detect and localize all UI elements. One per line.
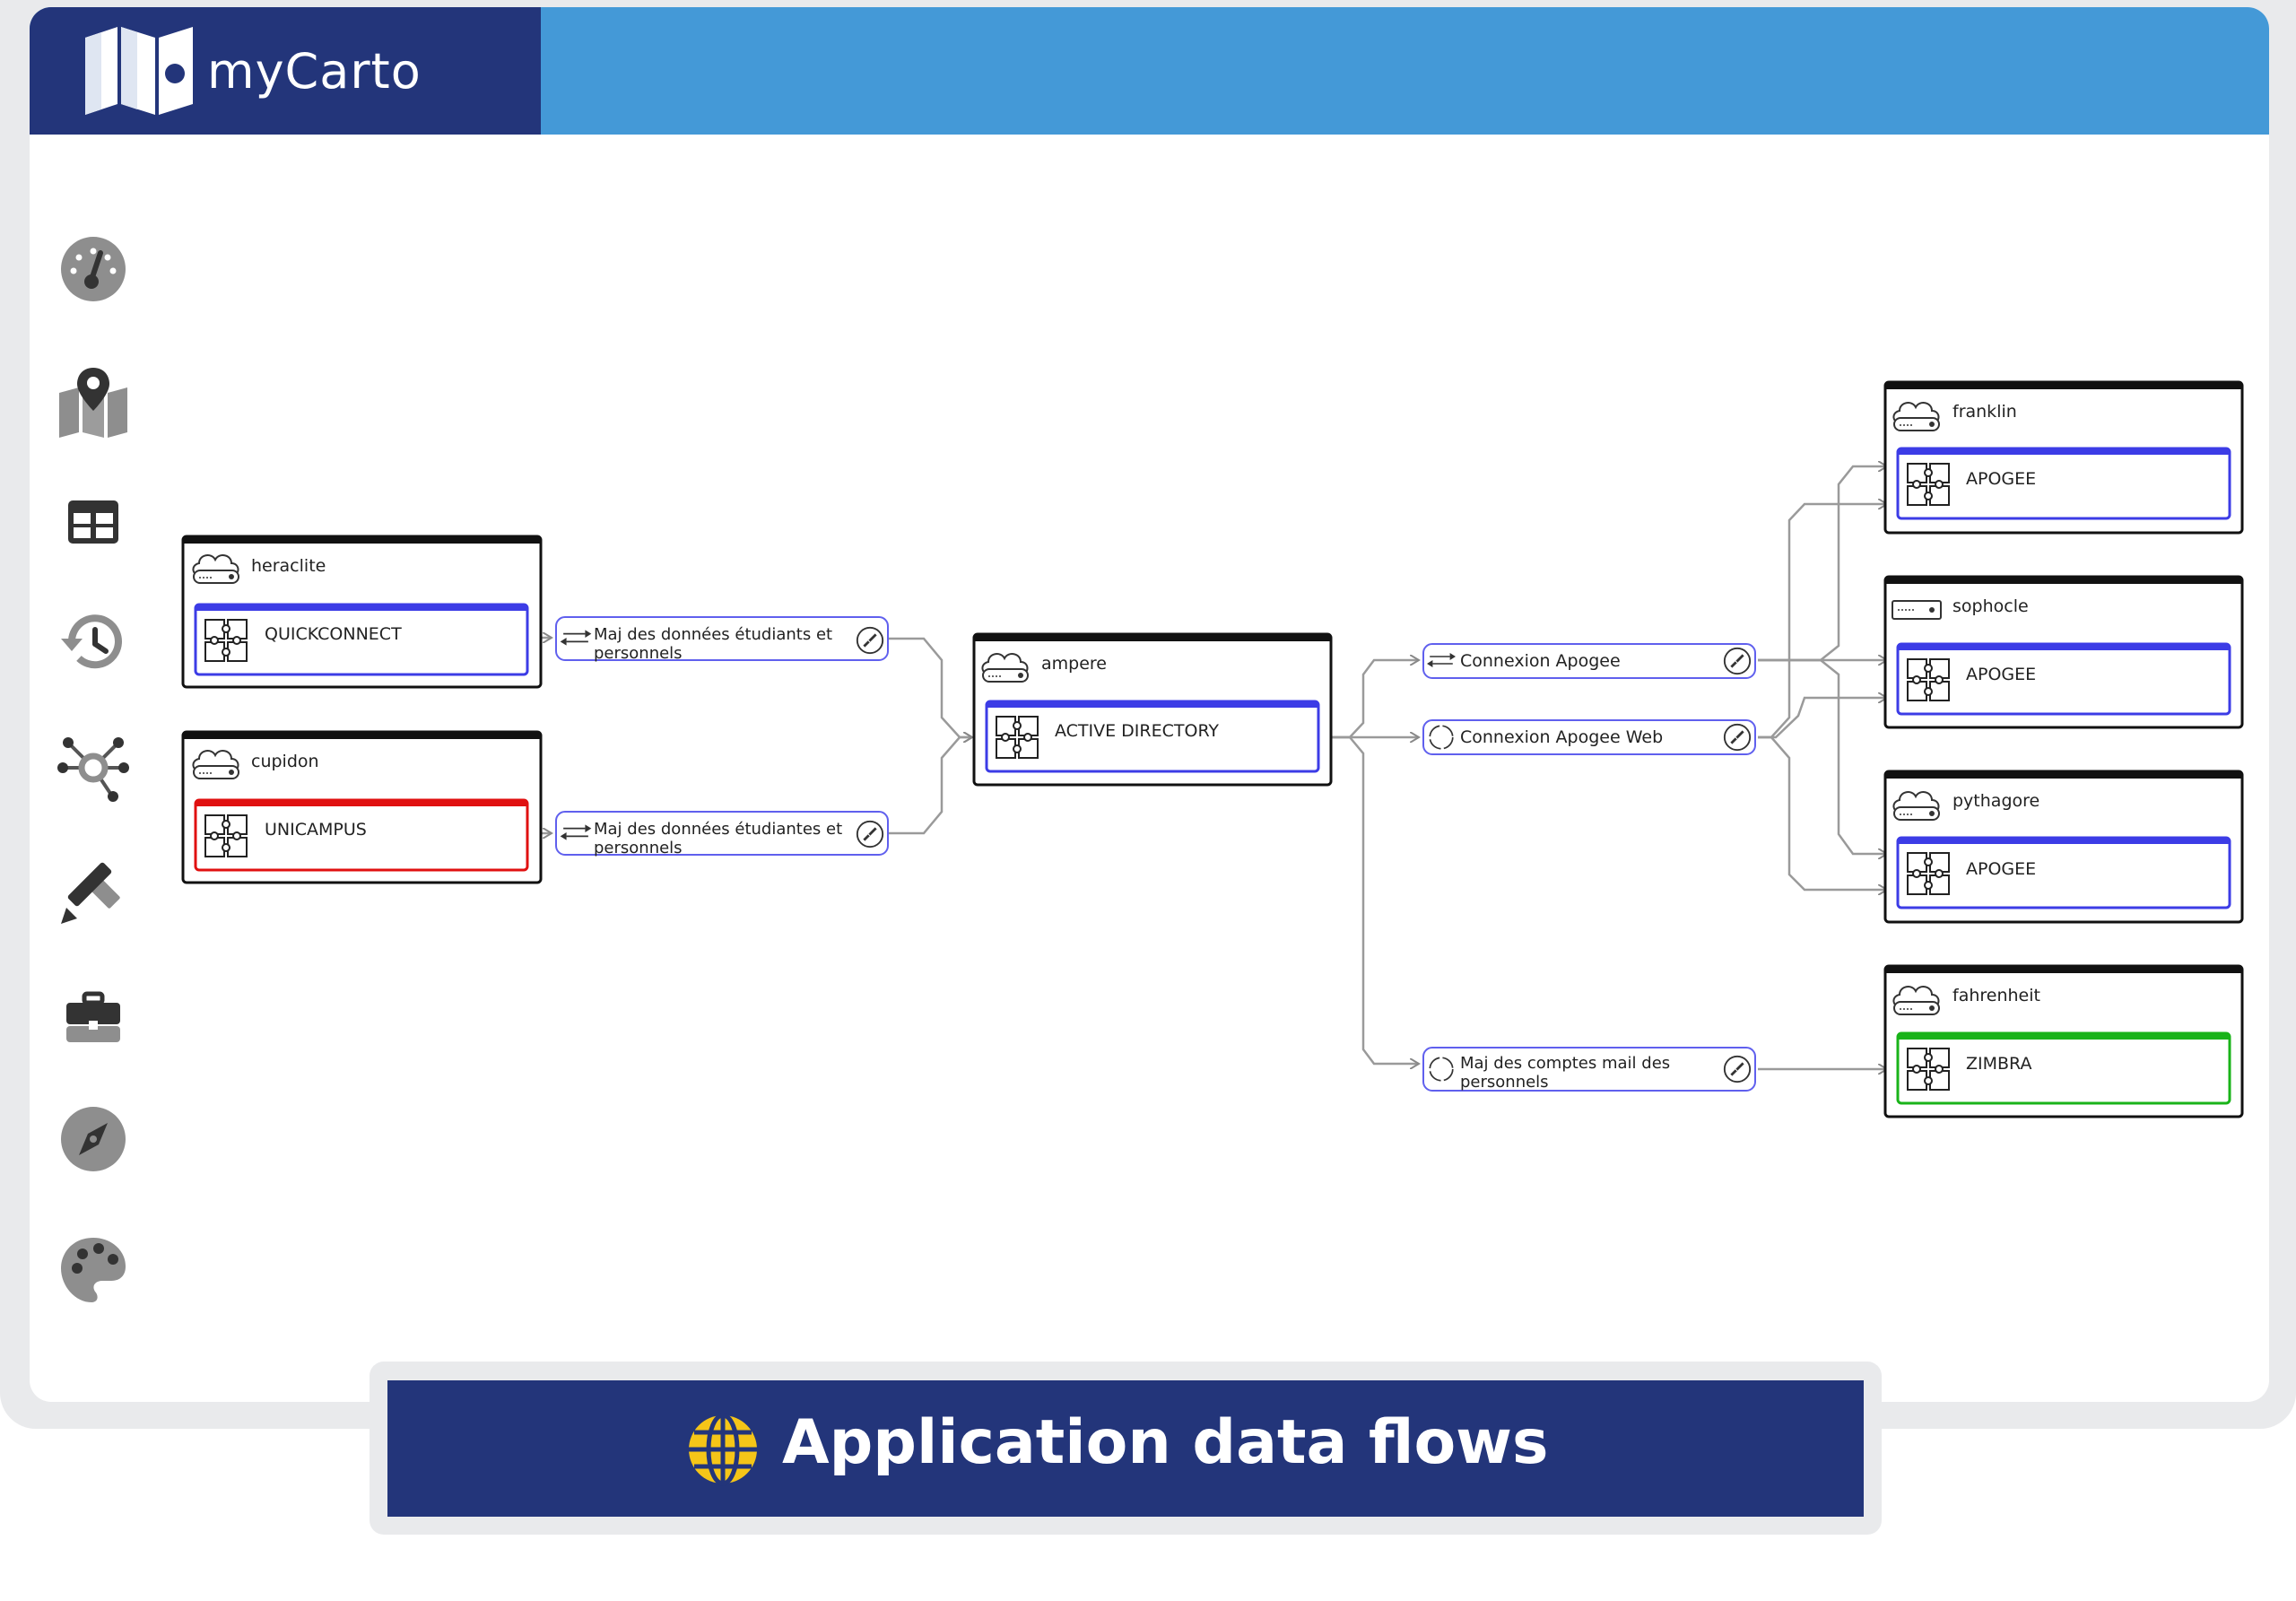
server-node-cupidon[interactable]: cupidon UNICAMPUS (181, 730, 543, 884)
map-pin-icon[interactable] (57, 366, 129, 438)
flow-label-line2: personnels (594, 644, 683, 663)
app-name-label: UNICAMPUS (265, 820, 367, 840)
server-name: ampere (1041, 654, 1107, 674)
app-card-apogee[interactable]: APOGEE (1896, 642, 2231, 716)
history-icon[interactable] (57, 606, 129, 678)
globe-icon (689, 1413, 757, 1486)
app-name-label: ACTIVE DIRECTORY (1055, 721, 1219, 741)
app-name-label: APOGEE (1966, 859, 2036, 879)
ruler-icon (1723, 647, 1752, 675)
ruler-icon (856, 626, 884, 655)
app-name-label: ZIMBRA (1966, 1054, 2031, 1074)
flow-label-line1: Maj des données étudiantes et (594, 820, 842, 839)
app-name-label: APOGEE (1966, 665, 2036, 684)
server-node-fahrenheit[interactable]: fahrenheit ZIMBRA (1883, 964, 2244, 1118)
palette-icon[interactable] (57, 1234, 129, 1306)
flow-box-connexion-apogee[interactable]: Connexion Apogee (1422, 643, 1756, 679)
server-name: cupidon (251, 752, 319, 771)
title-banner: Application data flows (387, 1380, 1864, 1517)
flow-label: Connexion Apogee (1460, 651, 1621, 671)
app-card-apogee[interactable]: APOGEE (1896, 447, 2231, 520)
flow-label-line2: personnels (594, 839, 683, 857)
app-name-label: QUICKCONNECT (265, 624, 402, 644)
pencil-ruler-icon[interactable] (57, 856, 129, 927)
ruler-icon (1723, 723, 1752, 752)
flow-label: Connexion Apogee Web (1460, 727, 1663, 747)
server-name: franklin (1952, 402, 2017, 422)
flow-box-connexion-apogee-web[interactable]: Connexion Apogee Web (1422, 719, 1756, 755)
flow-box-maj-donnees-2[interactable]: Maj des données étudiantes et personnels (555, 811, 889, 857)
flow-label-line1: Maj des comptes mail des (1460, 1054, 1670, 1073)
server-node-pythagore[interactable]: pythagore APOGEE (1883, 770, 2244, 924)
app-card-apogee[interactable]: APOGEE (1896, 836, 2231, 909)
app-card-active-directory[interactable]: ACTIVE DIRECTORY (985, 700, 1320, 773)
flow-diagram: heraclite QUICKCONNECT cupidon UNICAMPUS… (181, 380, 2244, 1118)
flow-box-maj-donnees-1[interactable]: Maj des données étudiants et personnels (555, 616, 889, 663)
flow-connectors (533, 466, 1887, 1069)
table-icon[interactable] (57, 486, 129, 558)
flow-label-line2: personnels (1460, 1073, 1549, 1092)
app-name: myCarto (207, 43, 422, 100)
compass-icon[interactable] (57, 1103, 129, 1175)
server-name: fahrenheit (1952, 986, 2040, 1005)
banner-title: Application data flows (782, 1407, 1549, 1478)
ruler-icon (856, 820, 884, 848)
network-icon[interactable] (57, 732, 129, 804)
app-card-unicampus[interactable]: UNICAMPUS (194, 798, 529, 872)
dashboard-icon[interactable] (57, 233, 129, 305)
server-name: sophocle (1952, 596, 2029, 616)
app-name-label: APOGEE (1966, 469, 2036, 489)
app-card-zimbra[interactable]: ZIMBRA (1896, 1031, 2231, 1105)
top-header: myCarto (30, 7, 2269, 135)
flow-box-maj-comptes-mail[interactable]: Maj des comptes mail des personnels (1422, 1047, 1756, 1092)
app-card-quickconnect[interactable]: QUICKCONNECT (194, 603, 529, 676)
flow-label-line1: Maj des données étudiants et (594, 625, 832, 644)
server-node-ampere[interactable]: ampere ACTIVE DIRECTORY (972, 632, 1333, 787)
server-name: heraclite (251, 556, 326, 576)
brand-area[interactable]: myCarto (30, 7, 541, 135)
server-node-sophocle[interactable]: sophocle APOGEE (1883, 575, 2244, 729)
server-node-franklin[interactable]: franklin APOGEE (1883, 380, 2244, 535)
server-icon (1892, 600, 1942, 620)
server-node-heraclite[interactable]: heraclite QUICKCONNECT (181, 535, 543, 689)
briefcase-icon[interactable] (57, 981, 129, 1053)
mycarto-logo-icon (85, 27, 193, 115)
server-name: pythagore (1952, 791, 2039, 811)
ruler-icon (1723, 1055, 1752, 1083)
